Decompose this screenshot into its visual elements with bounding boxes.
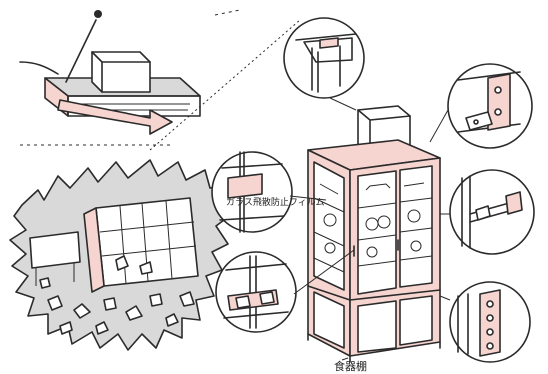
earthquake-damage-scene	[10, 160, 232, 350]
callout-connector-plate	[440, 282, 530, 362]
callout-wall-bracket	[430, 64, 532, 148]
cupboard	[308, 106, 440, 362]
tv-fixing-illustration	[20, 10, 240, 145]
screwdriver-handle-icon	[94, 10, 102, 18]
callout-strap	[440, 170, 534, 254]
cupboard-caption: 食器棚	[334, 359, 367, 373]
callout-ceiling-bracket	[284, 18, 364, 110]
